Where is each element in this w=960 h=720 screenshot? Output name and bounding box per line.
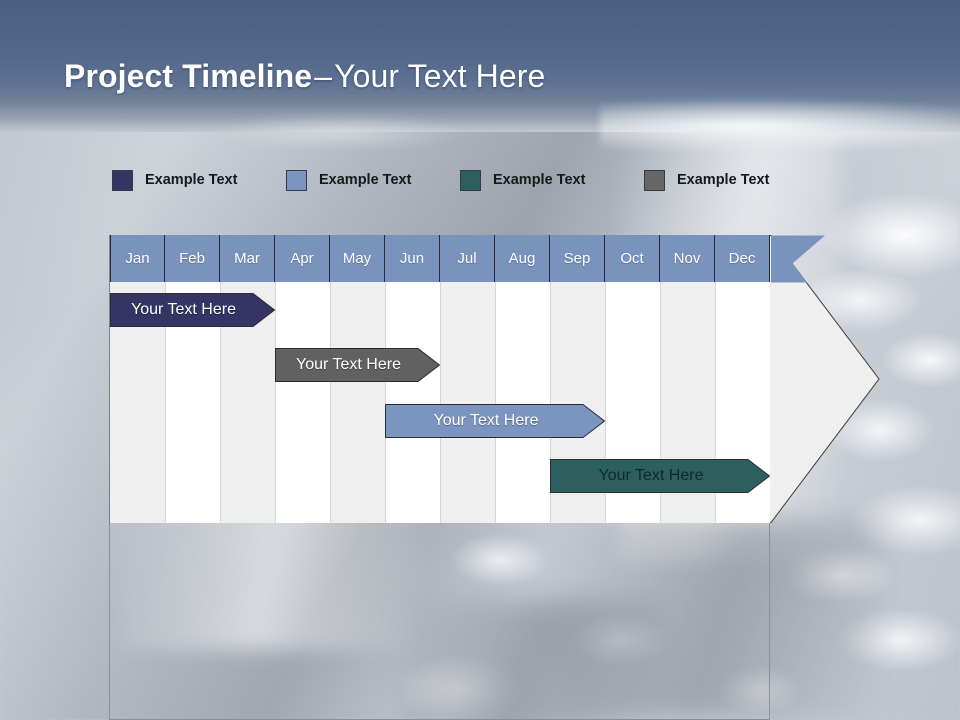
month-label: Feb [179, 250, 205, 267]
month-label: Sep [563, 250, 591, 267]
month-column-feb: Feb [165, 235, 220, 523]
column-divider [440, 282, 441, 523]
background-shadow [400, 600, 660, 720]
timeline-bar[interactable]: Your Text Here [385, 404, 605, 438]
month-label: Mar [234, 250, 260, 267]
legend-label: Example Text [677, 172, 770, 188]
column-divider [495, 282, 496, 523]
month-header-jul[interactable]: Jul [440, 235, 495, 282]
column-divider [605, 282, 606, 523]
month-label: Jun [399, 250, 425, 267]
month-header-apr[interactable]: Apr [275, 235, 330, 282]
column-divider [385, 282, 386, 523]
month-column-body [385, 282, 440, 523]
month-column-body [275, 282, 330, 523]
column-divider [165, 282, 166, 523]
bar-label: Your Text Here [131, 301, 236, 318]
legend-item[interactable]: Example Text [460, 166, 585, 194]
month-column-body [495, 282, 550, 523]
month-column-body [440, 282, 495, 523]
timeline-chart: Jan Feb Mar Apr May Jun Jul Aug Sep Oct Nov Dec You… [109, 235, 880, 523]
month-label: Jul [457, 250, 477, 267]
month-label: Aug [508, 250, 536, 267]
month-label: Dec [728, 250, 756, 267]
month-header-jan[interactable]: Jan [110, 235, 165, 282]
month-column-body [330, 282, 385, 523]
month-header-sep[interactable]: Sep [550, 235, 605, 282]
legend-swatch [644, 169, 665, 191]
month-column-jul: Jul [440, 235, 495, 523]
month-header-may[interactable]: May [330, 235, 385, 282]
month-column-may: May [330, 235, 385, 523]
month-label: May [342, 250, 372, 267]
bar-label: Your Text Here [296, 356, 401, 373]
column-divider [715, 282, 716, 523]
month-header-feb[interactable]: Feb [165, 235, 220, 282]
month-label: Oct [620, 250, 644, 267]
column-divider [220, 282, 221, 523]
bar-arrow-shape [385, 404, 605, 438]
month-column-jun: Jun [385, 235, 440, 523]
header-glow [600, 96, 960, 156]
legend: Example Text Example Text Example Text Exam… [112, 166, 812, 196]
column-divider [550, 282, 551, 523]
header-wisp [210, 112, 470, 146]
timeline-bar[interactable]: Your Text Here [550, 459, 770, 493]
month-column-mar: Mar [220, 235, 275, 523]
legend-swatch [112, 169, 133, 191]
legend-label: Example Text [319, 172, 412, 188]
legend-label: Example Text [145, 172, 238, 188]
bar-arrow-shape [275, 348, 440, 382]
column-divider [330, 282, 331, 523]
bar-label: Your Text Here [433, 412, 539, 429]
legend-swatch [286, 169, 307, 191]
legend-item[interactable]: Example Text [644, 166, 769, 194]
bar-arrow-shape [550, 459, 770, 493]
column-divider [660, 282, 661, 523]
column-divider [275, 282, 276, 523]
background-shadow [560, 520, 880, 720]
month-header-nov[interactable]: Nov [660, 235, 715, 282]
month-label: Apr [290, 250, 314, 267]
month-header-oct[interactable]: Oct [605, 235, 660, 282]
month-label: Nov [673, 250, 701, 267]
timeline-bar[interactable]: Your Text Here [275, 348, 440, 382]
month-header-mar[interactable]: Mar [220, 235, 275, 282]
page-title: Project Timeline–Your Text Here [64, 58, 545, 95]
month-header-jun[interactable]: Jun [385, 235, 440, 282]
title-bold-part: Project Timeline [64, 58, 313, 94]
title-light-part: Your Text Here [334, 58, 546, 94]
legend-label: Example Text [493, 172, 586, 188]
bar-arrow-shape [110, 293, 275, 327]
month-header-dec[interactable]: Dec [715, 235, 770, 282]
legend-swatch [460, 169, 481, 191]
legend-item[interactable]: Example Text [112, 166, 237, 194]
month-column-aug: Aug [495, 235, 550, 523]
legend-item[interactable]: Example Text [286, 166, 411, 194]
month-column-jan: Jan [110, 235, 165, 523]
month-header-aug[interactable]: Aug [495, 235, 550, 282]
month-label: Jan [125, 250, 150, 267]
bar-label: Your Text Here [598, 467, 704, 484]
title-separator: – [314, 58, 333, 94]
timeline-bar[interactable]: Your Text Here [110, 293, 275, 327]
content-panel [109, 522, 770, 720]
month-column-apr: Apr [275, 235, 330, 523]
